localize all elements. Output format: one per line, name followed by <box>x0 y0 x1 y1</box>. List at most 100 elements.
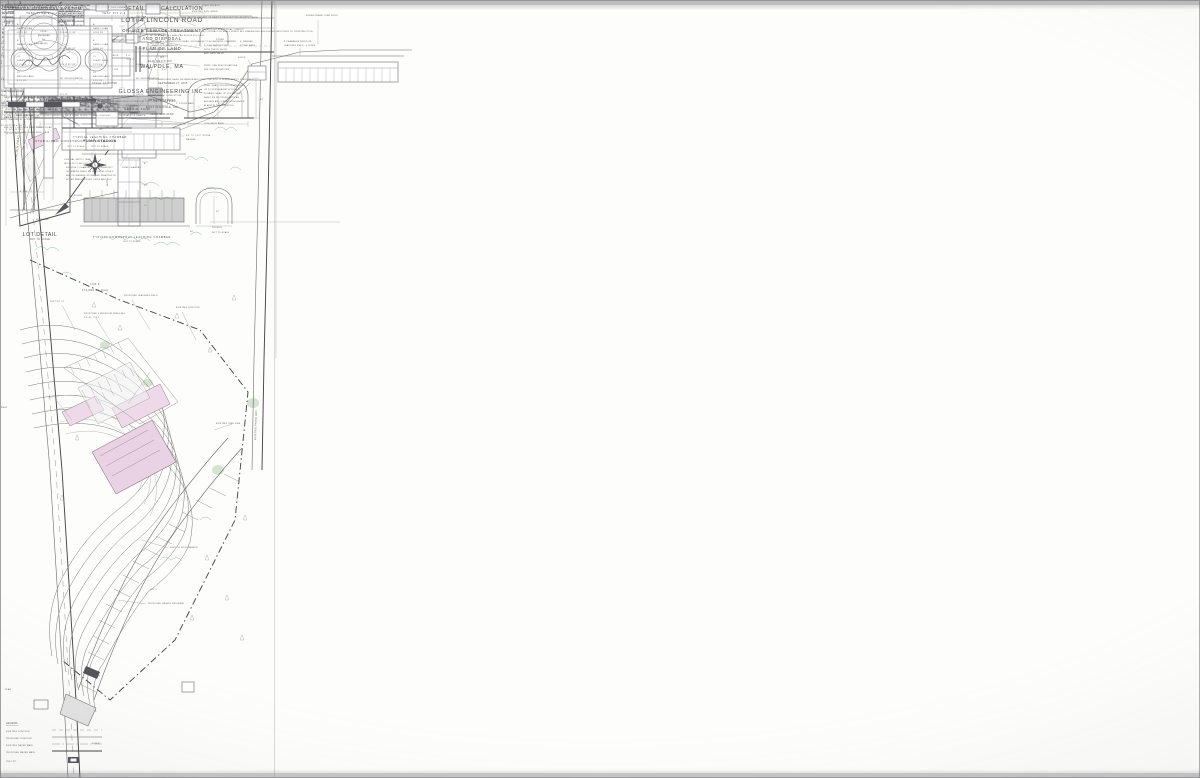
note-item: 2. ALL EXISTING CONDITIONS SHOWN HEREON … <box>4 30 314 33</box>
pump-station-subtitle: NOT TO SCALE <box>91 145 109 148</box>
scale-tick: 60 <box>79 98 82 100</box>
access-port-2 <box>58 48 82 72</box>
site-callouts: TEST PIT #2 PROPOSED 4 BEDROOM DWELLING … <box>50 294 240 605</box>
svg-text:OF 20 GPM AGAINST A TOTAL: OF 20 GPM AGAINST A TOTAL <box>204 88 239 91</box>
scale-tick: 0 <box>7 98 9 100</box>
svg-text:MAX. DESIGN FLOW = 440 GPD: MAX. DESIGN FLOW = 440 GPD <box>4 116 40 119</box>
upper-pad <box>63 337 179 425</box>
locality: WALPOLE, MA <box>140 64 183 70</box>
svg-text:WATERTIGHT ELECTRICAL CONDUIT: WATERTIGHT ELECTRICAL CONDUIT <box>202 28 245 31</box>
svg-text:@ 1/8" PER FT: @ 1/8" PER FT <box>6 133 23 135</box>
svg-text:1. THE PUMP STATION SHALL BE S: 1. THE PUMP STATION SHALL BE SET ON A MI… <box>2 4 90 7</box>
legend-label: PROPOSED CONTOUR <box>6 738 32 740</box>
svg-text:AT MIN. SLOPE OF 1/8 INCH PER: AT MIN. SLOPE OF 1/8 INCH PER FOOT <box>150 30 195 33</box>
svg-text:24" DIA. ACCESS: 24" DIA. ACCESS <box>34 6 54 9</box>
pit-name: TEST PIT 2-2 <box>102 12 126 15</box>
legend-symbols <box>52 729 102 763</box>
svg-text:EXISTING ROAD OR EXISTING PAVE: EXISTING ROAD OR EXISTING PAVEMENT <box>0 4 58 7</box>
access-port-1 <box>10 48 34 72</box>
leach-chamber-title: TYPICAL LEACHING CHAMBER <box>73 136 127 139</box>
svg-text:D-BOX: D-BOX <box>238 57 246 59</box>
svg-text:H-20 LOADING RATED WHERE SUBJE: H-20 LOADING RATED WHERE SUBJECT TO VEHI… <box>2 8 90 11</box>
project-subtitle-2: AND DISPOSAL <box>142 36 181 41</box>
svg-text:10YR 3/2: 10YR 3/2 <box>93 32 104 34</box>
existing-paved-way <box>251 0 273 471</box>
note-item: 8. THE SYSTEM SHALL NOT BE PLACED IN SER… <box>4 114 146 117</box>
svg-text:ALARM IN THE DWELLING.: ALARM IN THE DWELLING. <box>204 104 235 107</box>
svg-text:JUNCTION BOX: JUNCTION BOX <box>202 5 220 7</box>
lot-label: LOT 4 <box>90 282 99 286</box>
svg-text:LIMIT OF DISTURBANCE: LIMIT OF DISTURBANCE <box>170 546 198 549</box>
zoning-heading: ZONING CLASSIFICATION: RURAL <box>2 6 62 9</box>
svg-text:OVER STONE: OVER STONE <box>148 99 164 101</box>
svg-text:SANDY LOAM: SANDY LOAM <box>93 27 108 30</box>
street-name-left: LINCOLN ROAD <box>14 134 21 160</box>
legend: LEGEND: EXISTING CONTOUR PROPOSED CONTOU… <box>6 722 102 763</box>
svg-text:FILTER FABRIC OVER CHAMBERS: FILTER FABRIC OVER CHAMBERS <box>58 14 97 17</box>
svg-text:SHALL BE PROVIDED WITH AN: SHALL BE PROVIDED WITH AN <box>204 96 239 99</box>
stamp-line: PROF. <box>40 31 47 33</box>
date: SEPTEMBER 27, 2005 <box>158 82 188 85</box>
scale-tick: 20 <box>31 98 34 100</box>
svg-text:WASHED: WASHED <box>186 138 196 141</box>
svg-text:B: B <box>17 40 19 42</box>
svg-text:2.5Y 7/3: 2.5Y 7/3 <box>17 80 27 82</box>
title-text-group: LOT#4 LINCOLN ROAD ON-SITE SEWAGE TREATM… <box>121 17 203 70</box>
svg-text:NOT TO SCALE: NOT TO SCALE <box>212 231 230 234</box>
svg-text:INV. BOTTOM = 205.5: INV. BOTTOM = 205.5 <box>0 125 25 127</box>
svg-text:48": 48" <box>99 129 103 131</box>
north-label: N <box>94 164 96 167</box>
svg-text:FINISH GRADE OVER FIELD: FINISH GRADE OVER FIELD <box>306 14 338 17</box>
svg-text:6 CHAMBERS PER ROW: 6 CHAMBERS PER ROW <box>284 40 311 43</box>
svg-text:CROSS SECTION - NTS: CROSS SECTION - NTS <box>50 111 77 113</box>
project-title: LOT#4 LINCOLN ROAD <box>121 17 203 24</box>
svg-text:4" SCH 40 PVC: 4" SCH 40 PVC <box>6 129 23 131</box>
svg-text:209.86: 209.86 <box>136 64 144 66</box>
svg-text:34": 34" <box>260 99 264 101</box>
feet-label: Feet <box>1 406 7 409</box>
callout-leaders <box>55 299 233 605</box>
in-word: IN <box>160 55 164 59</box>
svg-text:DEPTH TO LEDGE: NONE: DEPTH TO LEDGE: NONE <box>92 111 121 113</box>
svg-text:PUBLIC ROAD: PUBLIC ROAD <box>36 126 52 129</box>
svg-text:WITH CHECK VALVE: WITH CHECK VALVE <box>204 48 227 51</box>
downspout-chamber-title: TYPICAL DOWNSPOUT LEACHING CHAMBER <box>93 236 171 239</box>
svg-text:CALCULATION: CALCULATION <box>57 16 82 19</box>
firm-name: GLOSSA ENGINEERING INC. <box>119 89 206 95</box>
svg-text:SHALL DISCHARGE TO: SHALL DISCHARGE TO <box>152 44 178 47</box>
notes-heading: NOTES: <box>4 5 19 9</box>
svg-text:LOT 3: LOT 3 <box>150 589 157 591</box>
soil-log-table-1: TEST PIT 1-1 0"-8" 8"-24" 24"-48" 48"-96… <box>2 12 83 117</box>
hatched-pad <box>83 666 100 679</box>
house-wall <box>23 96 35 210</box>
svg-text:A LEACHING CHAMBER: A LEACHING CHAMBER <box>152 48 179 51</box>
svg-text:0"-9": 0"-9" <box>71 16 76 18</box>
legend-label: TEST PIT <box>6 761 17 763</box>
svg-text:6" WASHED: 6" WASHED <box>240 40 253 43</box>
firm-address-2: EAST WALPOLE, MA <box>146 105 178 109</box>
svg-text:INV IN 211.2 INV OUT 211.0: INV IN 211.2 INV OUT 211.0 <box>64 163 96 165</box>
svg-text:PUMP CHAMBER EL. = 206.0: PUMP CHAMBER EL. = 206.0 <box>0 118 33 121</box>
svg-text:2.5Y 6/4: 2.5Y 6/4 <box>93 64 103 66</box>
svg-text:DEPTH TO WATER: NONE OBSERVED: DEPTH TO WATER: NONE OBSERVED <box>16 106 59 109</box>
sce-subtitle: NOT TO SCALE <box>67 145 85 148</box>
svg-text:AND GATE VALVE: AND GATE VALVE <box>204 52 224 55</box>
svg-text:4' TO 6' COVER: 4' TO 6' COVER <box>108 7 126 9</box>
svg-text:BOUND: BOUND <box>74 195 83 197</box>
svg-text:DEPTH TO WATER: NONE OBSERVED: DEPTH TO WATER: NONE OBSERVED <box>92 106 135 109</box>
project-subtitle-3: PLAN OF LAND <box>143 46 182 51</box>
svg-text:206.03: 206.03 <box>136 94 144 96</box>
svg-text:26"-52": 26"-52" <box>68 48 76 50</box>
svg-text:SEE SPECIFICATIONS: SEE SPECIFICATIONS <box>204 68 230 71</box>
property-boundary <box>29 259 249 701</box>
svg-text:10YR 5/6: 10YR 5/6 <box>93 48 104 50</box>
outlet-tee <box>135 46 141 72</box>
svg-text:52"-98": 52"-98" <box>68 64 76 66</box>
svg-text:CHAMBERS SHALL BE SET LEVEL ON: CHAMBERS SHALL BE SET LEVEL ON A 6" <box>66 170 114 173</box>
svg-text:6" MIN: 6" MIN <box>20 191 28 193</box>
svg-text:12": 12" <box>218 103 222 105</box>
legend-label: EXISTING CONTOUR <box>6 731 30 733</box>
engineer-stamp: PROF. ENGINEER No. 34,099 <box>19 11 71 72</box>
